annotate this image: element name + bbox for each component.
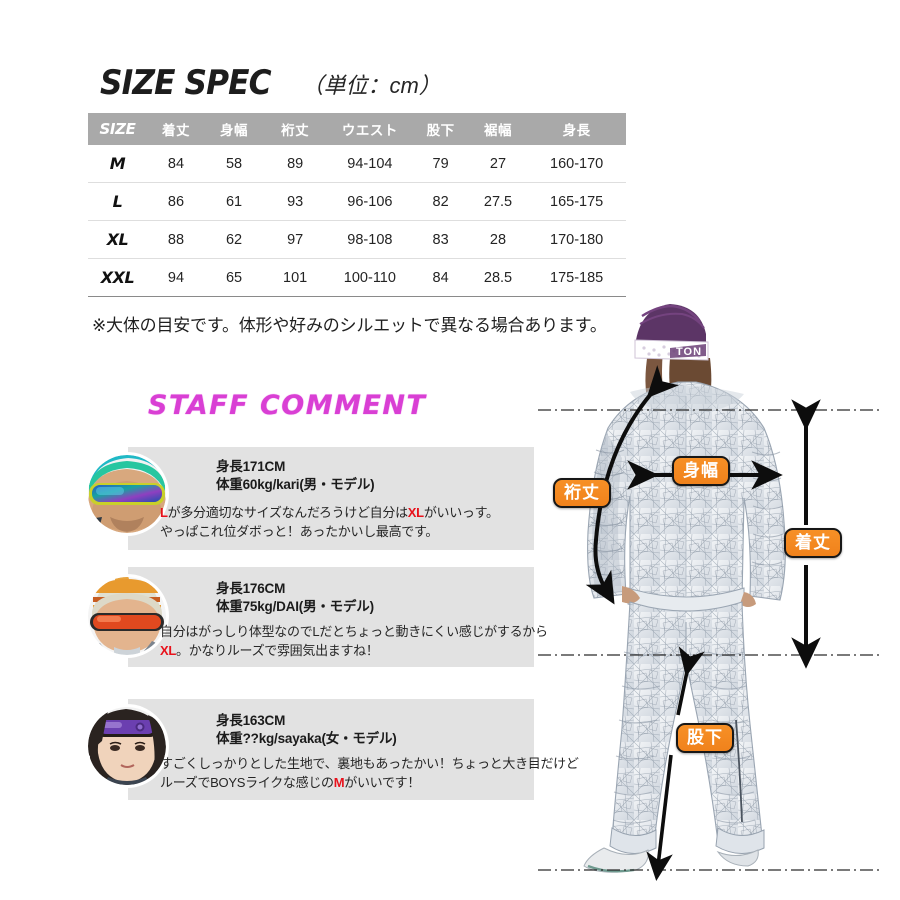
cell-shincho: 170-180 <box>550 231 604 248</box>
inseam-arrow <box>646 646 705 882</box>
staff-comment-meta: 身長171CM 体重60kg/kari(男・モデル) <box>216 458 375 494</box>
staff-comment-meta: 身長163CM 体重??kg/sayaka(女・モデル) <box>216 712 397 748</box>
staff-comment-meta: 身長176CM 体重75kg/DAI(男・モデル) <box>216 580 374 616</box>
cell-kitake: 86 <box>167 193 185 210</box>
size-highlight: M <box>333 775 345 790</box>
cell-mihaba: 65 <box>225 269 243 286</box>
col-header-matashita: 股下 <box>412 113 469 145</box>
label-matashita: 股下 <box>676 723 734 753</box>
size-highlight: L <box>160 505 168 520</box>
cell-mihaba: 58 <box>225 155 243 172</box>
staff-height: 身長171CM <box>216 459 286 474</box>
avatar-photo-female-purple <box>88 707 166 785</box>
comment-text: がいいっす。 <box>423 505 499 520</box>
cell-matashita: 84 <box>432 269 449 286</box>
col-header-size: SIZE <box>88 113 147 145</box>
cell-shincho: 175-185 <box>550 269 604 286</box>
cell-susohaba: 28.5 <box>483 269 513 286</box>
col-header-mihaba: 身幅 <box>205 113 264 145</box>
cell-kitake: 84 <box>167 155 185 172</box>
cell-waist: 96-106 <box>347 193 393 210</box>
staff-weight: 体重??kg/sayaka(女・モデル) <box>216 731 397 746</box>
cell-mihaba: 62 <box>225 231 243 248</box>
cell-yukitake: 97 <box>287 231 304 248</box>
staff-comment-body: すごくしっかりとした生地で、裏地もあったかい！ちょっと大き目だけど ルーズでBO… <box>160 754 579 792</box>
comment-text: が多分適切なサイズなんだろうけど自分は <box>167 505 408 520</box>
cell-matashita: 79 <box>432 155 449 172</box>
table-row: M 84 58 89 94-104 79 27 160-170 <box>88 145 626 183</box>
cell-size: L <box>112 192 123 211</box>
cell-matashita: 82 <box>432 193 449 210</box>
cell-yukitake: 93 <box>287 193 304 210</box>
col-header-yukitake: 裄丈 <box>263 113 328 145</box>
col-header-susohaba: 裾幅 <box>468 113 528 145</box>
label-yukitake: 裄丈 <box>553 478 611 508</box>
col-header-shincho: 身長 <box>527 113 626 145</box>
staff-comment-body: Lが多分適切なサイズなんだろうけど自分はXLがいいっす。 やっぱこれ位ダボっと！… <box>160 503 499 541</box>
staff-comment-card <box>128 699 534 800</box>
comment-text: 自分はがっしり体型なのでLだとちょっと動きにくい感じがするから <box>160 624 548 639</box>
avatar-photo-male-teal <box>88 455 166 533</box>
staff-comment-heading: STAFF COMMENT <box>148 390 427 421</box>
cell-susohaba: 27.5 <box>483 193 513 210</box>
comment-text: やっぱこれ位ダボっと！あったかいし最高です。 <box>160 524 439 539</box>
cell-kitake: 94 <box>167 269 185 286</box>
size-highlight: XL <box>160 643 177 658</box>
comment-text: がいいです！ <box>344 775 421 790</box>
comment-text: すごくしっかりとした生地で、裏地もあったかい！ちょっと大き目だけど <box>160 756 579 771</box>
cell-shincho: 165-175 <box>550 193 604 210</box>
avatar <box>88 455 166 533</box>
cell-waist: 94-104 <box>347 155 393 172</box>
avatar <box>88 707 166 785</box>
table-row: XL 88 62 97 98-108 83 28 170-180 <box>88 221 626 259</box>
table-header-row: SIZE 着丈 身幅 裄丈 ウエスト 股下 裾幅 身長 <box>88 113 626 145</box>
cell-shincho: 160-170 <box>550 155 604 172</box>
table-row: XXL 94 65 101 100-110 84 28.5 175-185 <box>88 259 626 297</box>
cell-mihaba: 61 <box>225 193 243 210</box>
sleeve-length-arrow <box>585 365 679 605</box>
size-highlight: XL <box>407 505 424 520</box>
cell-size: XL <box>106 230 129 249</box>
table-row: L 86 61 93 96-106 82 27.5 165-175 <box>88 183 626 221</box>
svg-text:TON: TON <box>676 346 702 358</box>
avatar <box>88 577 166 655</box>
size-note: ※大体の目安です。体形や好みのシルエットで異なる場合あります。 <box>92 316 607 335</box>
staff-height: 身長176CM <box>216 581 286 596</box>
cell-susohaba: 28 <box>489 231 507 248</box>
label-mihaba: 身幅 <box>672 456 730 486</box>
model-illustration: TON <box>538 304 882 882</box>
staff-weight: 体重75kg/DAI(男・モデル) <box>216 599 374 614</box>
page-title: SIZE SPEC <box>100 63 272 103</box>
col-header-kitake: 着丈 <box>146 113 206 145</box>
cell-matashita: 83 <box>432 231 449 248</box>
size-spec-table: SIZE 着丈 身幅 裄丈 ウエスト 股下 裾幅 身長 M 84 58 89 9… <box>88 113 626 297</box>
staff-comment-card <box>128 447 534 550</box>
col-header-waist: ウエスト <box>327 113 413 145</box>
cell-waist: 100-110 <box>343 269 396 286</box>
comment-text: ルーズでBOYSライクな感じの <box>160 775 334 790</box>
avatar-photo-male-beanie <box>88 577 166 655</box>
cell-size: XXL <box>100 268 135 287</box>
staff-weight: 体重60kg/kari(男・モデル) <box>216 477 375 492</box>
cell-yukitake: 101 <box>283 269 308 286</box>
cell-susohaba: 27 <box>489 155 507 172</box>
unit-note: （単位：cm） <box>301 73 441 98</box>
staff-height: 身長163CM <box>216 713 286 728</box>
cell-kitake: 88 <box>167 231 185 248</box>
cell-waist: 98-108 <box>347 231 393 248</box>
measurement-diagram: TON <box>530 300 900 900</box>
staff-comment-card <box>128 567 534 667</box>
cell-yukitake: 89 <box>287 155 304 172</box>
comment-text: 。かなりルーズで雰囲気出ますね！ <box>176 643 379 658</box>
cell-size: M <box>109 154 126 173</box>
page-title-row: SIZE SPEC （単位：cm） <box>100 66 441 100</box>
label-kitake: 着丈 <box>784 528 842 558</box>
staff-comment-body: 自分はがっしり体型なのでLだとちょっと動きにくい感じがするから XL。かなりルー… <box>160 622 548 660</box>
